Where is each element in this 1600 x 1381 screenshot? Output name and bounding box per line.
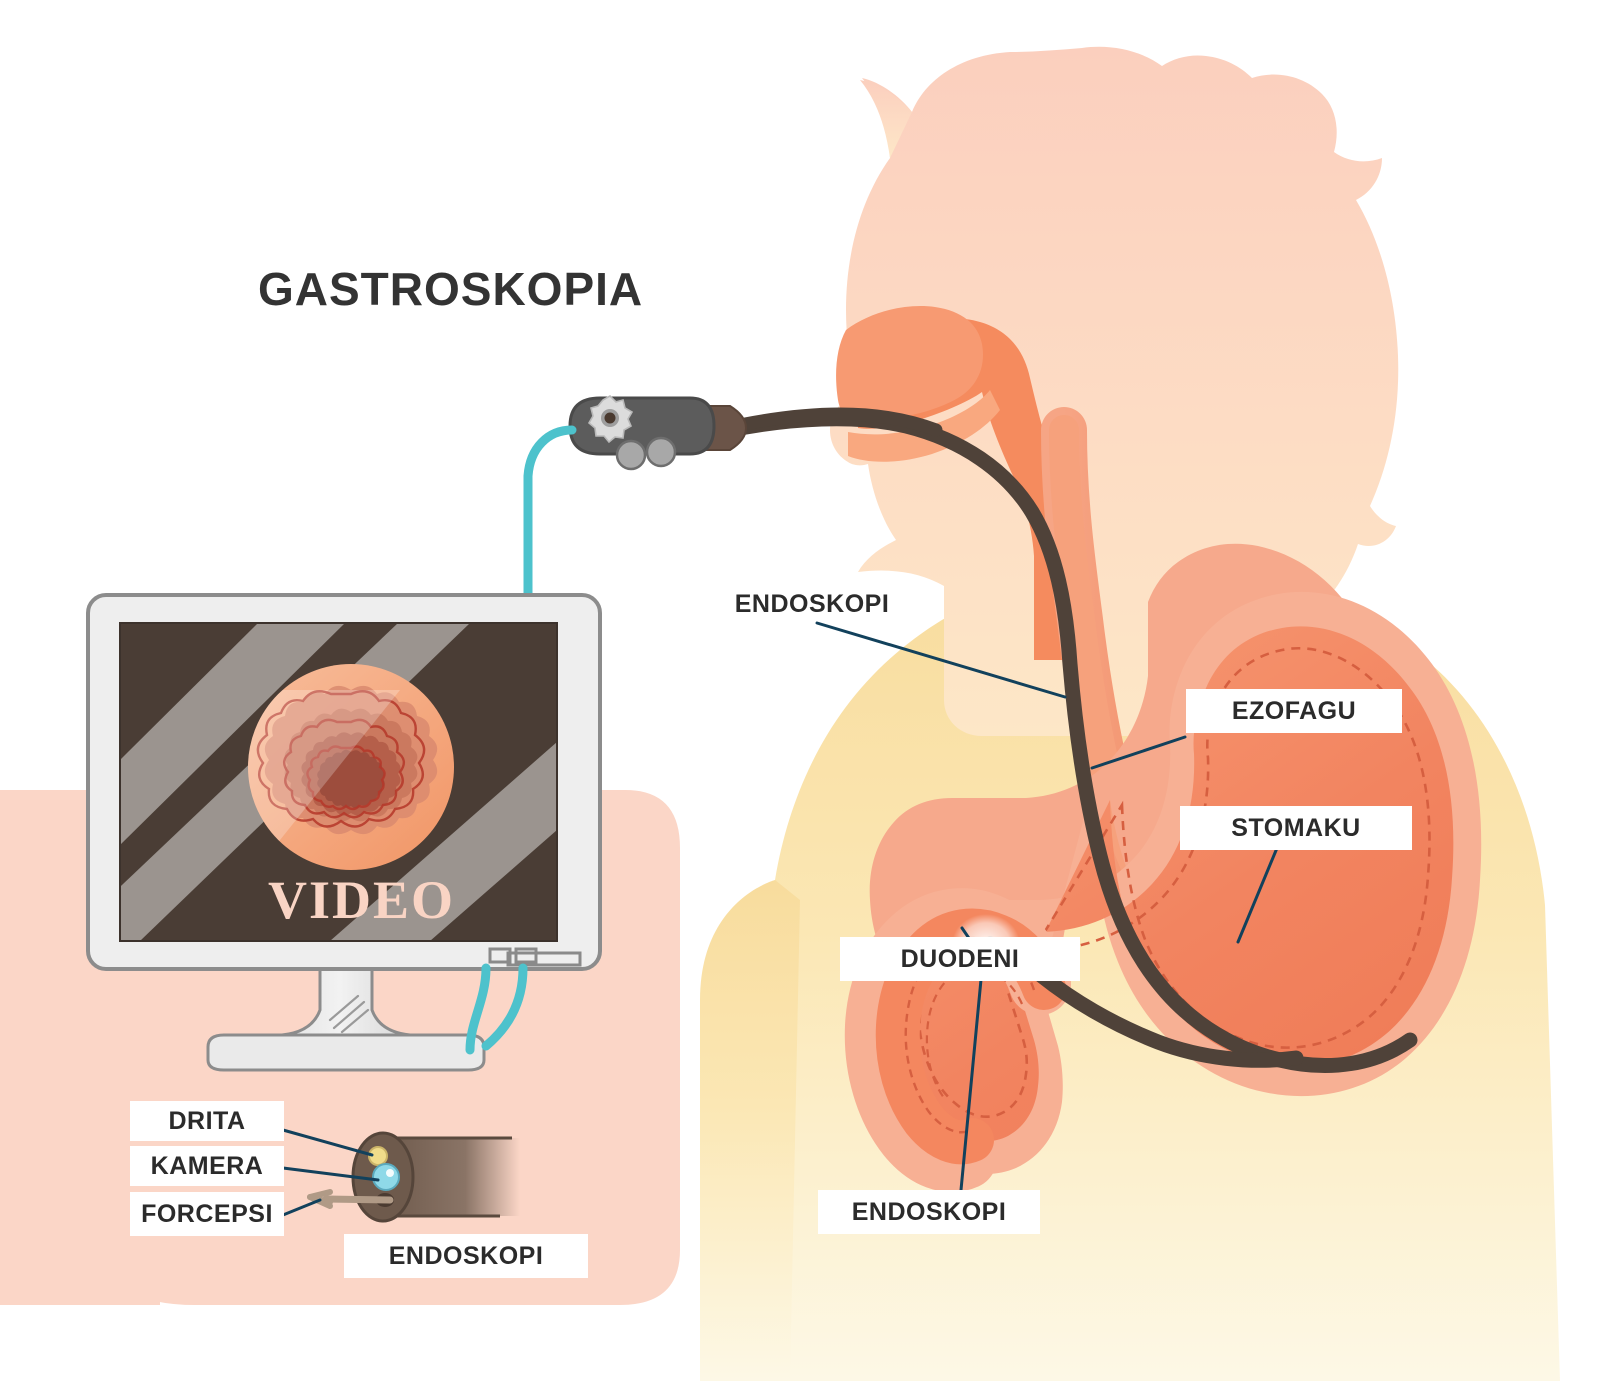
label-stomaku: STOMAKU [1180, 806, 1412, 850]
label-endoskopi-tip: ENDOSKOPI [344, 1234, 588, 1278]
leader-endoskopi-duodenum [959, 946, 986, 1192]
leader-forcepsi [281, 1198, 322, 1217]
video-screen-label: VIDEO [268, 870, 456, 930]
monitor-power-cable [465, 963, 528, 1055]
forceps-rod-icon [322, 1195, 394, 1204]
leader-stomaku [1236, 846, 1279, 944]
leader-endoskopi-neck [815, 621, 1067, 699]
handle-button-1 [615, 439, 647, 471]
endoscope-handle [568, 395, 943, 471]
label-duodeni: DUODENI [840, 937, 1080, 981]
monitor [86, 593, 602, 1072]
endoscopic-view [248, 664, 454, 870]
handle-dial-icon [587, 395, 634, 444]
label-kamera: KAMERA [130, 1146, 284, 1186]
label-endoskopi-duodenum: ENDOSKOPI [818, 1190, 1040, 1234]
monitor-bezel-bar [506, 951, 582, 967]
light-lens-icon [368, 1146, 388, 1166]
stand-highlight-lines [328, 994, 370, 1034]
monitor-stand [281, 966, 411, 1037]
page-title: GASTROSKOPIA [258, 263, 644, 315]
leader-ezofagu [1090, 735, 1187, 770]
video-cable [523, 425, 577, 605]
handle-button-2 [645, 436, 677, 468]
label-drita: DRITA [130, 1101, 284, 1141]
label-ezofagu: EZOFAGU [1186, 689, 1402, 733]
monitor-bezel-buttons[interactable] [488, 947, 538, 964]
monitor-base [206, 1033, 486, 1072]
label-forcepsi: FORCEPSI [130, 1192, 284, 1236]
throat-cavity [836, 306, 1076, 660]
camera-lens-icon [372, 1163, 400, 1191]
leader-drita [281, 1128, 374, 1157]
leader-kamera [281, 1166, 380, 1182]
label-endoskopi-neck: ENDOSKOPI [734, 589, 890, 618]
